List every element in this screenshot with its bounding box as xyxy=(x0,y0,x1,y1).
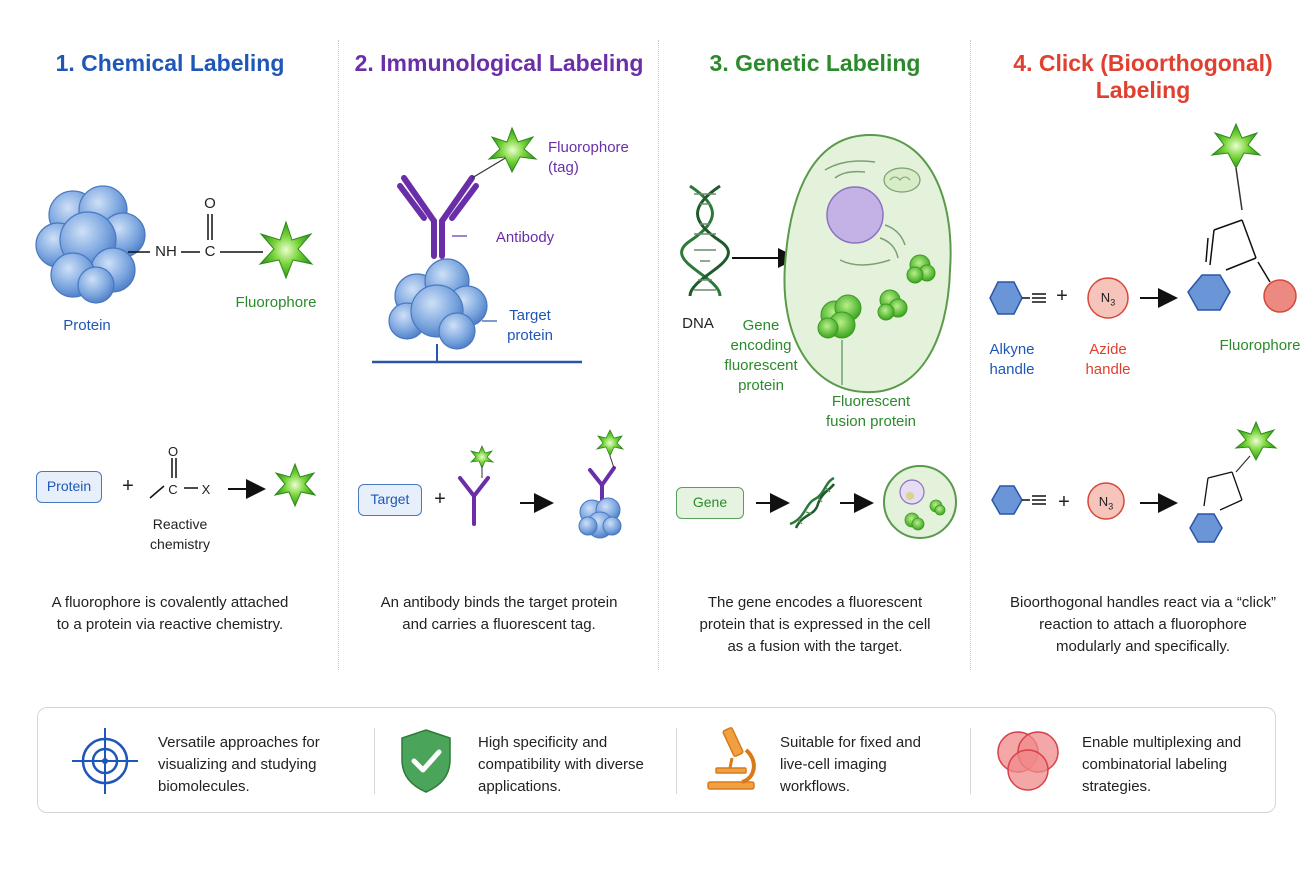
panel-description: An antibody binds the target protein and… xyxy=(380,594,618,633)
nh-label: NH xyxy=(155,243,177,260)
panel-immunological-labeling: 2. Immunological Labeling Fluorophore (t… xyxy=(340,0,658,680)
dna-label: DNA xyxy=(682,315,714,332)
scheme-arrow xyxy=(1140,493,1178,513)
scheme-arrow xyxy=(840,493,874,513)
protein-blob-icon xyxy=(35,185,146,304)
scheme-dna-icon xyxy=(789,476,836,529)
gene-encoding-label: Gene encoding fluorescent protein xyxy=(724,317,798,394)
scheme-c-label: C xyxy=(168,482,178,497)
fluorescent-fusion-label: Fluorescent fusion protein xyxy=(825,393,917,430)
scheme-x-label: X xyxy=(201,482,211,497)
scheme-plus: + xyxy=(1058,491,1070,513)
panel-click-labeling: 4. Click (Bioorthogonal) Labeling + N3 A… xyxy=(972,0,1314,680)
scheme-cell-icon xyxy=(883,465,957,539)
footer-divider xyxy=(676,728,677,794)
scheme-arrow xyxy=(520,493,554,513)
azide-handle-icon xyxy=(1087,277,1129,319)
scheme-protein-box: Protein xyxy=(36,471,102,503)
scheme-target-box: Target xyxy=(358,484,422,516)
scheme-arrow xyxy=(756,493,790,513)
fluorophore-tag-label: Fluorophore (tag) xyxy=(548,139,629,176)
alkyne-handle-icon xyxy=(989,281,1046,315)
footer-item: High specificity and compatibility with … xyxy=(358,708,678,814)
amide-bond-diagram xyxy=(128,214,263,253)
panel-chemical-labeling: 1. Chemical Labeling Protein NH C O Fluo… xyxy=(0,0,340,680)
scheme-antibody-icon xyxy=(458,444,495,526)
footer-divider xyxy=(970,728,971,794)
scheme-o-label: O xyxy=(167,444,179,459)
panel-title: 4. Click (Bioorthogonal) Labeling xyxy=(1013,50,1273,103)
scheme-alkyne-icon xyxy=(991,485,1046,515)
footer-divider xyxy=(374,728,375,794)
o-label: O xyxy=(204,195,216,212)
fluorophore-label: Fluorophore xyxy=(1219,337,1301,354)
protein-label: Protein xyxy=(63,317,111,334)
footer-item: Suitable for fixed and live-cell imaging… xyxy=(660,708,970,814)
footer-text: Suitable for fixed and live-cell imaging… xyxy=(780,734,921,795)
antibody-target-diagram xyxy=(372,126,582,364)
panel-title: 2. Immunological Labeling xyxy=(354,50,644,76)
scheme-azide-icon xyxy=(1087,482,1125,520)
footer-text: Enable multiplexing and combinatorial la… xyxy=(1082,734,1242,795)
n-symbol: N xyxy=(1098,494,1109,509)
n-subscript: 3 xyxy=(1108,501,1114,512)
scheme-gene-box: Gene xyxy=(676,487,744,519)
target-protein-label: Target protein xyxy=(507,307,553,344)
cell-diagram xyxy=(783,133,952,394)
scheme-arrow xyxy=(228,479,266,499)
summary-footer: Versatile approaches for visualizing and… xyxy=(37,707,1276,813)
scheme-fluorophore-icon xyxy=(273,462,317,508)
fluorophore-star-icon xyxy=(258,220,314,280)
panel-title: 1. Chemical Labeling xyxy=(55,50,285,76)
azide-n3-label: N3 xyxy=(1096,288,1120,313)
panel-description: A fluorophore is covalently attached to … xyxy=(51,594,289,633)
reactive-group-diagram xyxy=(149,458,198,499)
triazole-product-diagram xyxy=(1187,122,1297,313)
scheme-plus: + xyxy=(434,488,446,510)
venn-icon xyxy=(997,731,1059,791)
scheme-labeled-target-icon xyxy=(578,429,625,539)
antibody-label: Antibody xyxy=(495,229,555,246)
footer-text: Versatile approaches for visualizing and… xyxy=(158,734,320,795)
microscope-icon xyxy=(707,727,756,790)
fluorophore-label: Fluorophore xyxy=(235,294,317,311)
footer-item: Enable multiplexing and combinatorial la… xyxy=(962,708,1276,814)
n-symbol: N xyxy=(1100,290,1111,305)
target-icon xyxy=(72,728,138,794)
panel-genetic-labeling: 3. Genetic Labeling DNA Gene encoding fl… xyxy=(660,0,970,680)
scheme-plus: + xyxy=(122,475,134,497)
panel-divider xyxy=(338,40,339,670)
plus-sign: + xyxy=(1056,285,1068,307)
scheme-triazole-icon xyxy=(1189,420,1278,543)
panel-description: The gene encodes a fluorescent protein t… xyxy=(699,594,931,655)
shield-check-icon xyxy=(401,729,451,793)
panel-divider xyxy=(658,40,659,670)
scheme-n3-label: N3 xyxy=(1094,492,1118,517)
azide-handle-label: Azide handle xyxy=(1085,341,1131,378)
reactive-chemistry-label: Reactive chemistry xyxy=(150,516,210,552)
footer-item: Versatile approaches for visualizing and… xyxy=(38,708,358,814)
panel-title: 3. Genetic Labeling xyxy=(709,50,921,76)
alkyne-handle-label: Alkyne handle xyxy=(989,341,1035,378)
panel-description: Bioorthogonal handles react via a “click… xyxy=(1010,594,1276,655)
n-subscript: 3 xyxy=(1110,297,1116,308)
dna-helix-icon xyxy=(680,184,730,297)
c-label: C xyxy=(204,243,216,260)
footer-text: High specificity and compatibility with … xyxy=(478,734,644,795)
reaction-arrow xyxy=(1140,288,1178,308)
panel-divider xyxy=(970,40,971,670)
